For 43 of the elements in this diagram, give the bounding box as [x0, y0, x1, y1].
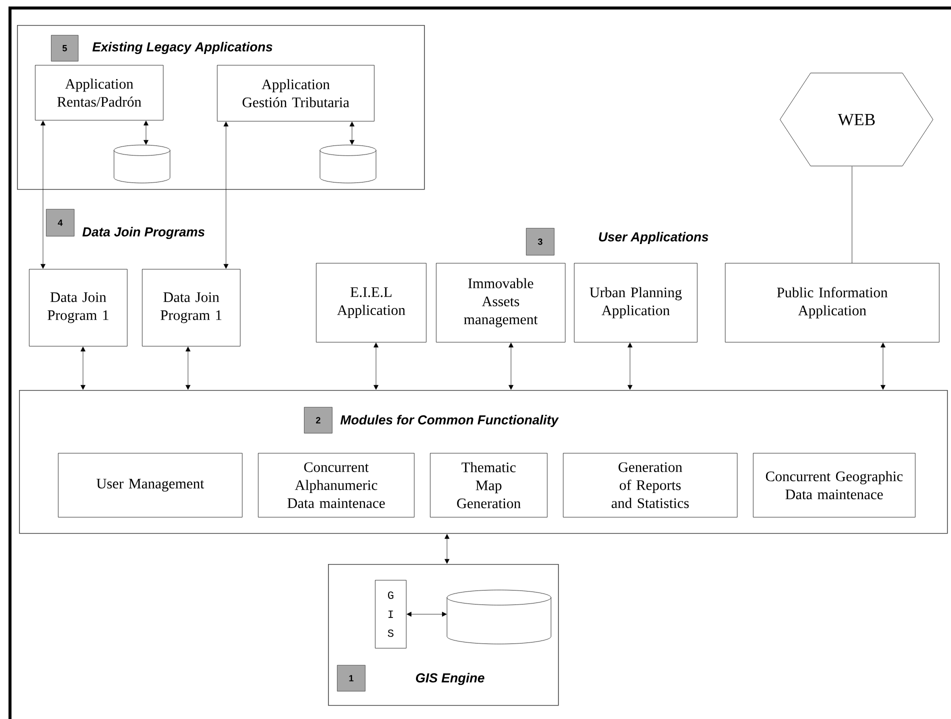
section-heading: Modules for Common Functionality [340, 414, 559, 428]
badge-number: 4 [46, 209, 74, 236]
process-box: Generation of Reports and Statistics [563, 453, 738, 518]
group-box [17, 25, 425, 190]
arrow [80, 346, 86, 390]
badge-number: 2 [304, 407, 332, 434]
database-cylinder [446, 590, 552, 644]
process-box: Data Join Program 1 [29, 269, 128, 346]
section-heading: Existing Legacy Applications [92, 42, 272, 54]
badge-number: 5 [51, 35, 78, 62]
section-heading: GIS Engine [416, 672, 484, 686]
arrow [374, 342, 378, 390]
process-box: Public Information Application [725, 263, 940, 342]
process-box: Urban Planning Application [574, 263, 698, 342]
process-box: Data Join Program 1 [142, 269, 240, 346]
arrow [508, 342, 514, 390]
section-heading: User Applications [598, 232, 708, 244]
arrow [144, 120, 148, 145]
process-box: Application Gestión Tributaria [217, 65, 374, 122]
process-box: Immovable Assets management [436, 263, 566, 342]
arrow [880, 342, 886, 390]
database-cylinder [320, 144, 376, 184]
badge-number: 3 [526, 228, 554, 256]
process-box: Concurrent Geographic Data maintenace [753, 453, 916, 518]
arrow [224, 122, 228, 269]
process-box: User Management [58, 453, 242, 518]
section-heading: Data Join Programs [82, 226, 205, 240]
process-box: Thematic Map Generation [430, 453, 548, 518]
group-box [328, 564, 559, 706]
arrow [40, 120, 46, 269]
process-box: E.I.E.L Application [316, 263, 426, 342]
engine-box: G I S [375, 580, 406, 648]
arrow [628, 342, 632, 390]
arrow [444, 534, 450, 564]
database-cylinder [114, 144, 170, 184]
badge-number: 1 [337, 665, 366, 692]
arrow [350, 122, 354, 145]
process-box: Application Rentas/Padrón [35, 65, 164, 120]
arrow [186, 346, 190, 390]
process-box: Concurrent Alphanumeric Data maintenace [258, 453, 414, 518]
group-box [19, 390, 948, 534]
web-hexagon: WEB [780, 72, 934, 166]
arrow [406, 612, 447, 617]
